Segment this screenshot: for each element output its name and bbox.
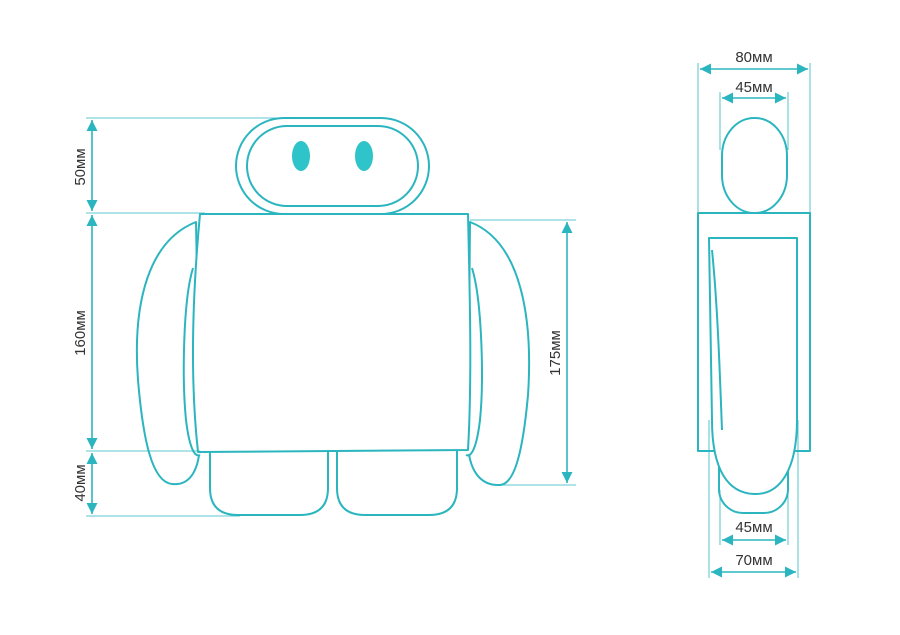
side-arm [708,237,798,496]
head-width-label: 45мм [735,79,772,96]
legs-height-label: 40мм [72,464,89,501]
right-leg [336,449,458,516]
right-eye [355,141,373,171]
body-height-label: 160мм [72,310,89,356]
front-dimensions [86,119,573,514]
front-view [135,117,531,516]
side-arm-inner [711,249,723,431]
side-view [697,117,811,514]
top-width-label: 80мм [735,49,772,66]
side-extension-lines [697,63,811,578]
left-eye [292,141,310,171]
head-visor [246,125,419,207]
front-labels: 50мм 160мм 40мм 175мм [72,148,564,501]
arm-height-label: 175мм [547,330,564,376]
front-extension-lines [86,117,576,517]
side-labels: 80мм 45мм 45мм 70мм [735,49,772,569]
torso [191,213,472,453]
left-leg [209,449,329,516]
side-dimensions [700,63,808,578]
right-arm [467,221,531,487]
left-arm [135,221,201,486]
bottom-width-label: 70мм [735,552,772,569]
side-head [721,117,788,214]
foot-width-label: 45мм [735,519,772,536]
head-height-label: 50мм [72,148,89,185]
